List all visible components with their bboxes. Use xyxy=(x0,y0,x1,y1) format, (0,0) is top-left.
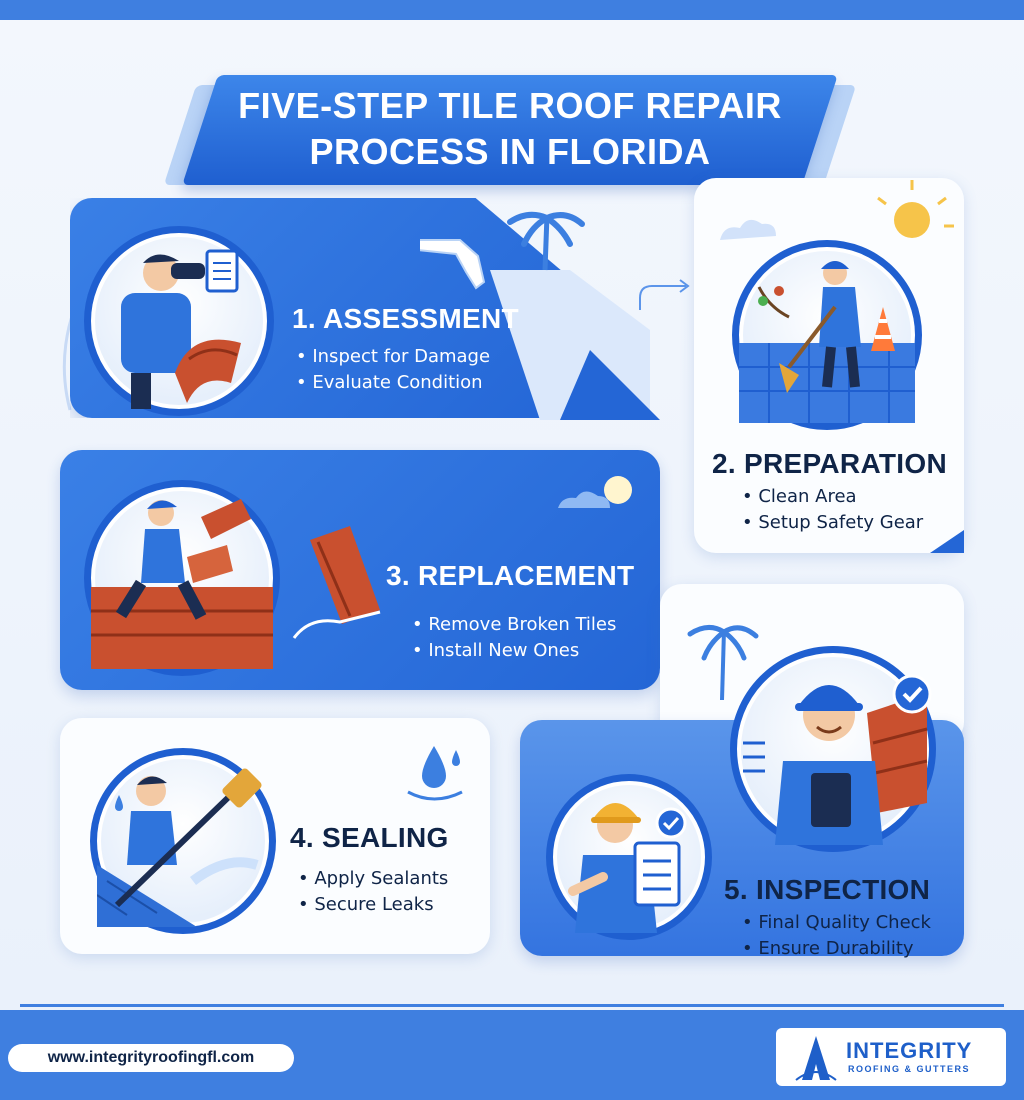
step-inspection-title: 5. INSPECTION xyxy=(724,874,931,905)
company-logo: INTEGRITY ROOFING & GUTTERS xyxy=(776,1028,1006,1086)
step-replacement-bullets: Remove Broken Tiles Install New Ones xyxy=(412,612,616,664)
website-url[interactable]: www.integrityroofingfl.com xyxy=(8,1044,294,1072)
page-title-line1: FIVE-STEP TILE ROOF REPAIR xyxy=(238,85,782,126)
step-assessment-title: 1. ASSESSMENT xyxy=(292,303,519,334)
sun-cloud-icon xyxy=(720,180,954,240)
florida-roof-decoration xyxy=(420,211,660,420)
page-title-line2: PROCESS IN FLORIDA xyxy=(309,131,711,172)
logo-name: INTEGRITY xyxy=(846,1038,973,1063)
replacement-illustration xyxy=(84,480,280,676)
assessment-illustration xyxy=(84,226,274,416)
inspector-illustration-small xyxy=(546,774,712,940)
sealing-illustration xyxy=(90,748,276,934)
infographic-canvas: FIVE-STEP TILE ROOF REPAIR PROCESS IN FL… xyxy=(0,20,1024,1010)
tile-in-hand-icon xyxy=(292,526,381,639)
bullet-clean-area: Clean Area xyxy=(742,484,923,510)
footer-divider xyxy=(20,1004,1004,1007)
sun-cloud-icon-small xyxy=(558,476,632,508)
title-banner: FIVE-STEP TILE ROOF REPAIR PROCESS IN FL… xyxy=(160,65,860,195)
checkmark-badge-icon xyxy=(892,674,932,714)
step-preparation-title: 2. PREPARATION xyxy=(712,448,947,479)
step-replacement-title: 3. REPLACEMENT xyxy=(386,560,635,591)
page-title: FIVE-STEP TILE ROOF REPAIR PROCESS IN FL… xyxy=(200,83,820,175)
bullet-apply-sealants: Apply Sealants xyxy=(298,866,448,892)
step-preparation-bullets: Clean Area Setup Safety Gear xyxy=(742,484,923,536)
bullet-evaluate-condition: Evaluate Condition xyxy=(296,370,490,396)
checkmark-badge-icon-small xyxy=(655,807,687,839)
preparation-card-corner xyxy=(930,530,964,553)
bullet-remove-broken-tiles: Remove Broken Tiles xyxy=(412,612,616,638)
logo-mark-icon xyxy=(795,1036,837,1081)
step-sealing-title: 4. SEALING xyxy=(290,822,449,853)
water-drop-icon xyxy=(407,746,463,801)
bullet-setup-safety-gear: Setup Safety Gear xyxy=(742,510,923,536)
bullet-inspect-damage: Inspect for Damage xyxy=(296,344,490,370)
step-assessment-bullets: Inspect for Damage Evaluate Condition xyxy=(296,344,490,396)
preparation-illustration xyxy=(732,240,922,430)
bullet-ensure-durability: Ensure Durability xyxy=(742,936,931,962)
step-inspection-bullets: Final Quality Check Ensure Durability xyxy=(742,910,931,962)
bullet-install-new-ones: Install New Ones xyxy=(412,638,616,664)
bullet-secure-leaks: Secure Leaks xyxy=(298,892,448,918)
bullet-final-quality-check: Final Quality Check xyxy=(742,910,931,936)
logo-subtitle: ROOFING & GUTTERS xyxy=(848,1064,970,1074)
step-sealing-bullets: Apply Sealants Secure Leaks xyxy=(298,866,448,918)
palm-tree-icon xyxy=(687,625,759,700)
